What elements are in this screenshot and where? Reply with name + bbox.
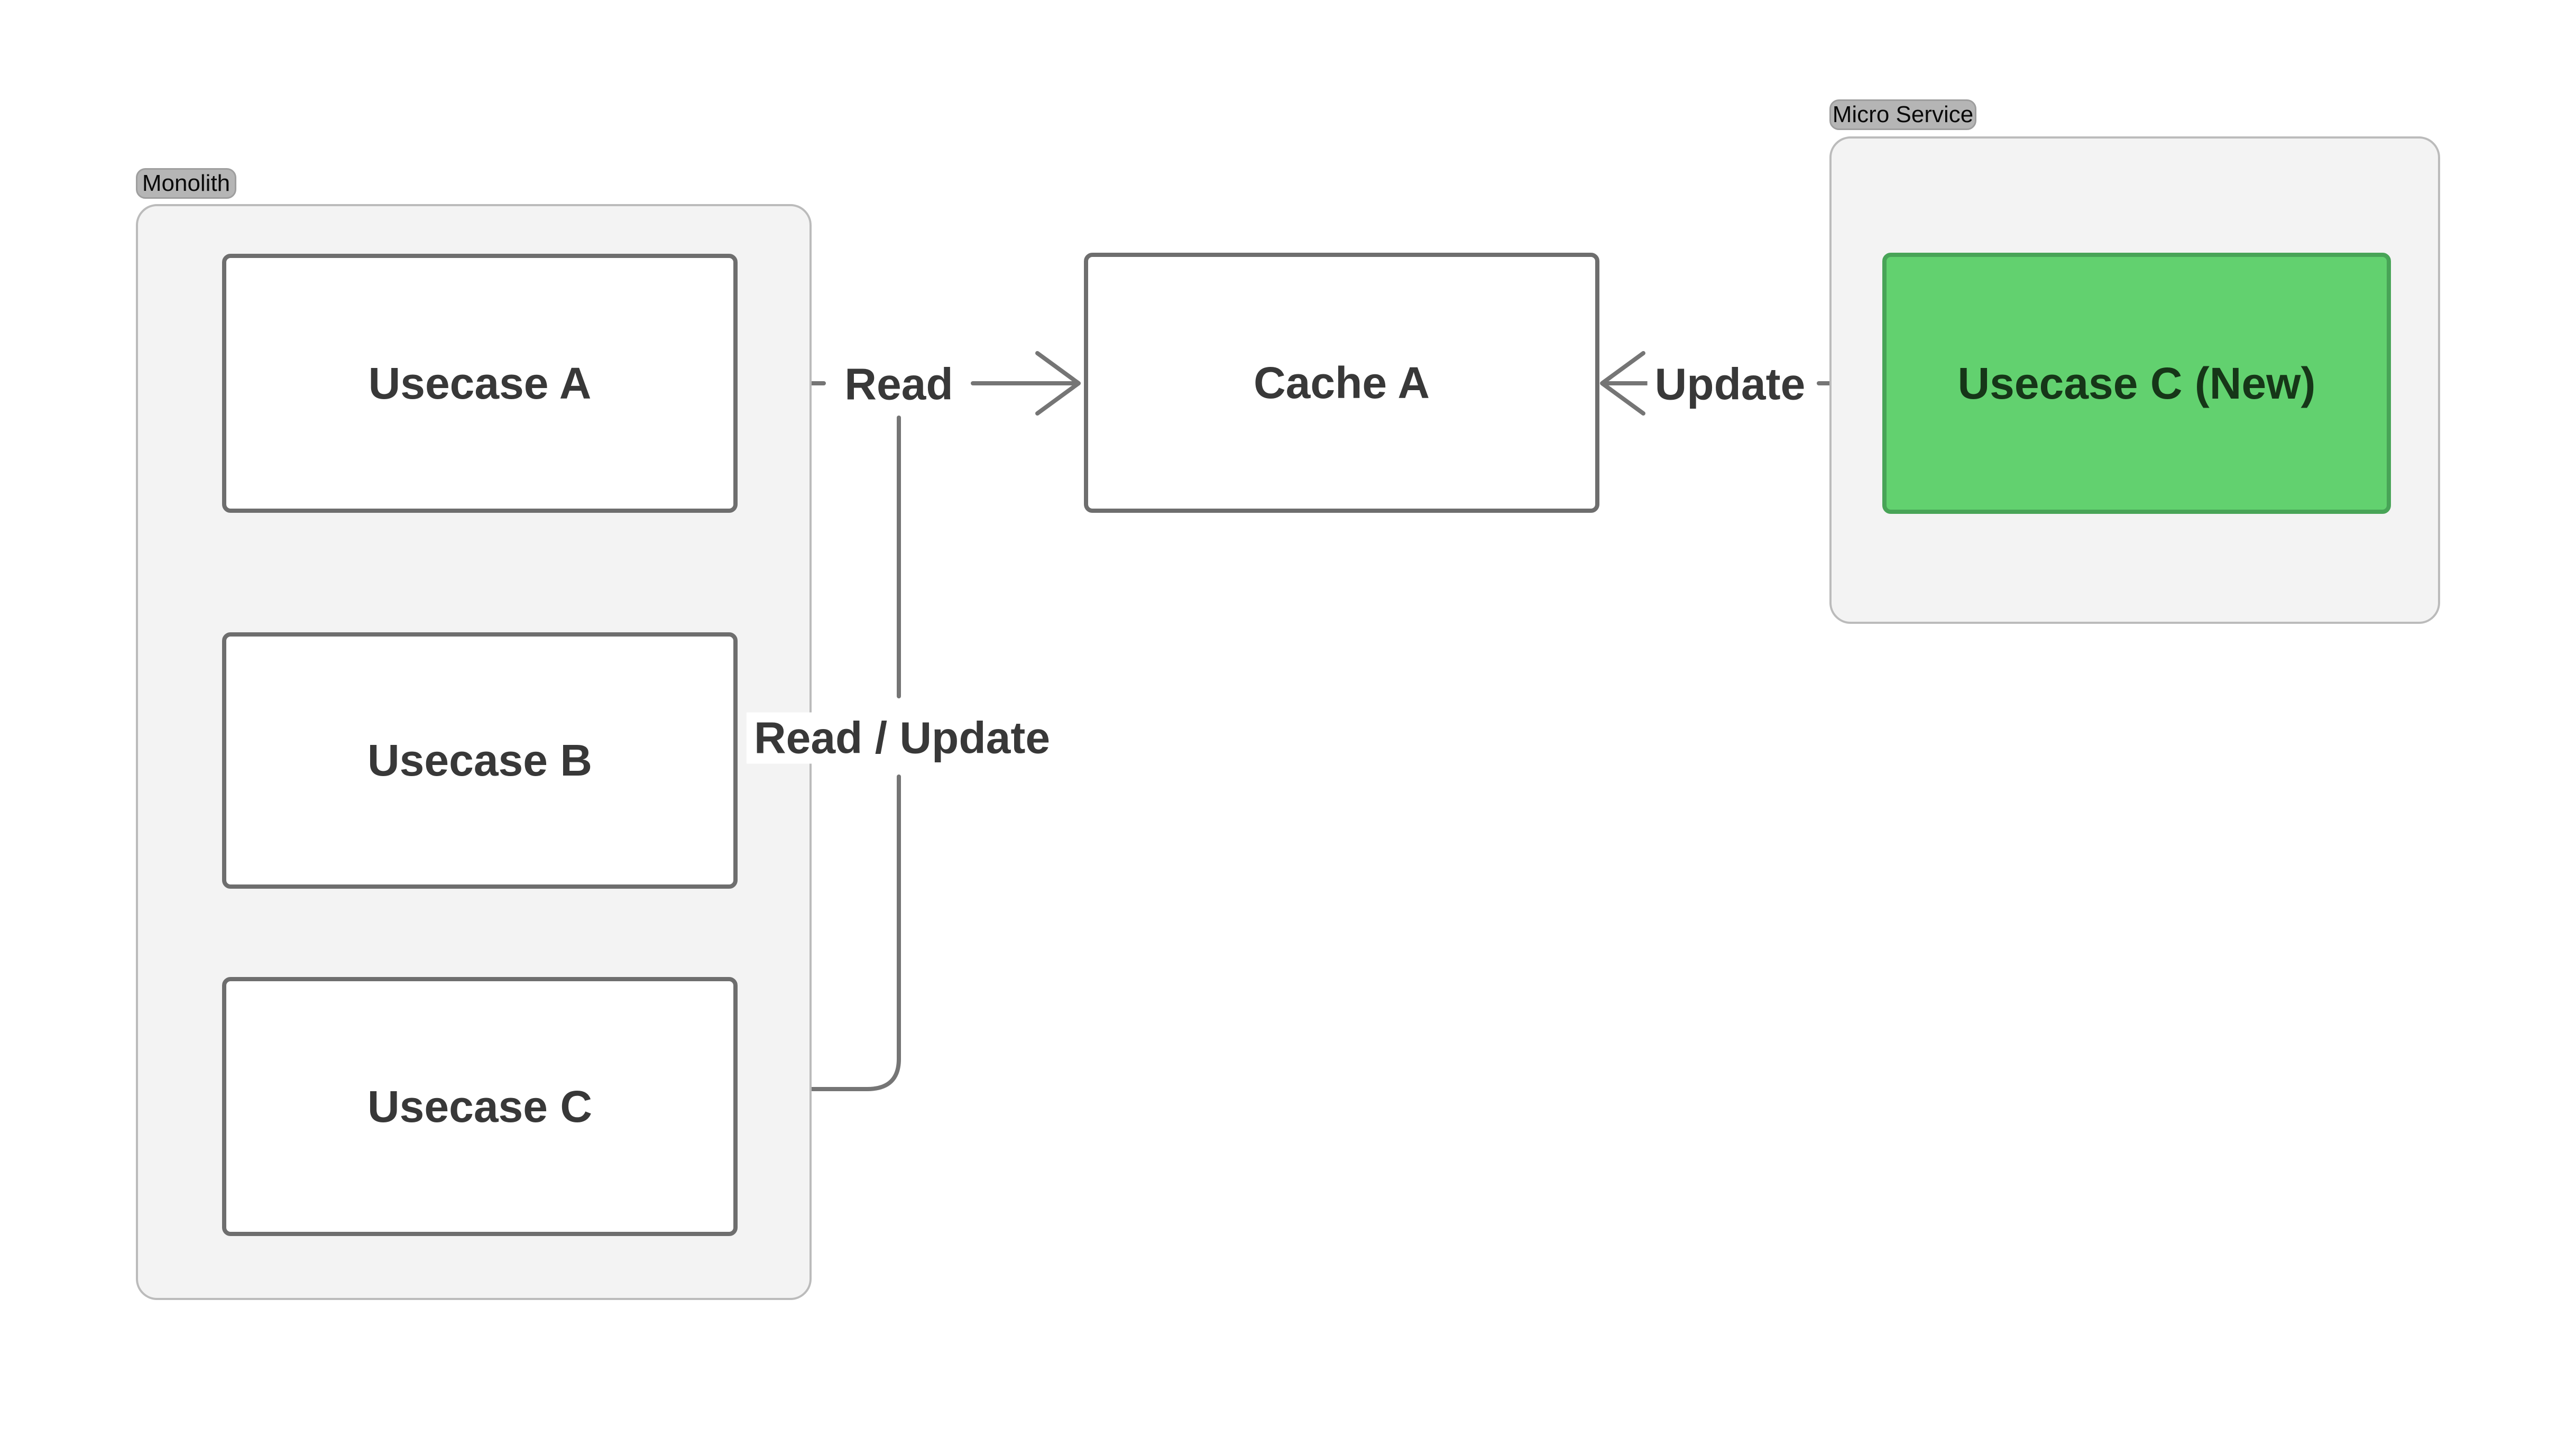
node-usecase-a: Usecase A <box>222 254 738 513</box>
node-usecase-b-label: Usecase B <box>367 735 592 785</box>
edge-label-read-update: Read / Update <box>746 712 1058 764</box>
node-usecase-c-label: Usecase C <box>367 1081 592 1131</box>
node-usecase-c-new-label: Usecase C (New) <box>1957 358 2316 408</box>
node-usecase-b: Usecase B <box>222 632 738 889</box>
arrowhead-right-icon <box>1035 351 1081 416</box>
node-usecase-c-new: Usecase C (New) <box>1882 253 2391 514</box>
node-usecase-a-label: Usecase A <box>368 358 592 408</box>
arrowhead-left-icon <box>1600 351 1645 416</box>
edge-read-update-lower-line <box>737 775 901 1091</box>
node-cache-a-label: Cache A <box>1253 357 1430 408</box>
microservice-group-badge: Micro Service <box>1829 99 1976 130</box>
node-usecase-c: Usecase C <box>222 977 738 1236</box>
edge-label-read: Read <box>837 358 961 410</box>
node-cache-a: Cache A <box>1084 253 1599 513</box>
monolith-group-badge: Monolith <box>136 168 236 199</box>
edge-label-update: Update <box>1647 358 1813 410</box>
